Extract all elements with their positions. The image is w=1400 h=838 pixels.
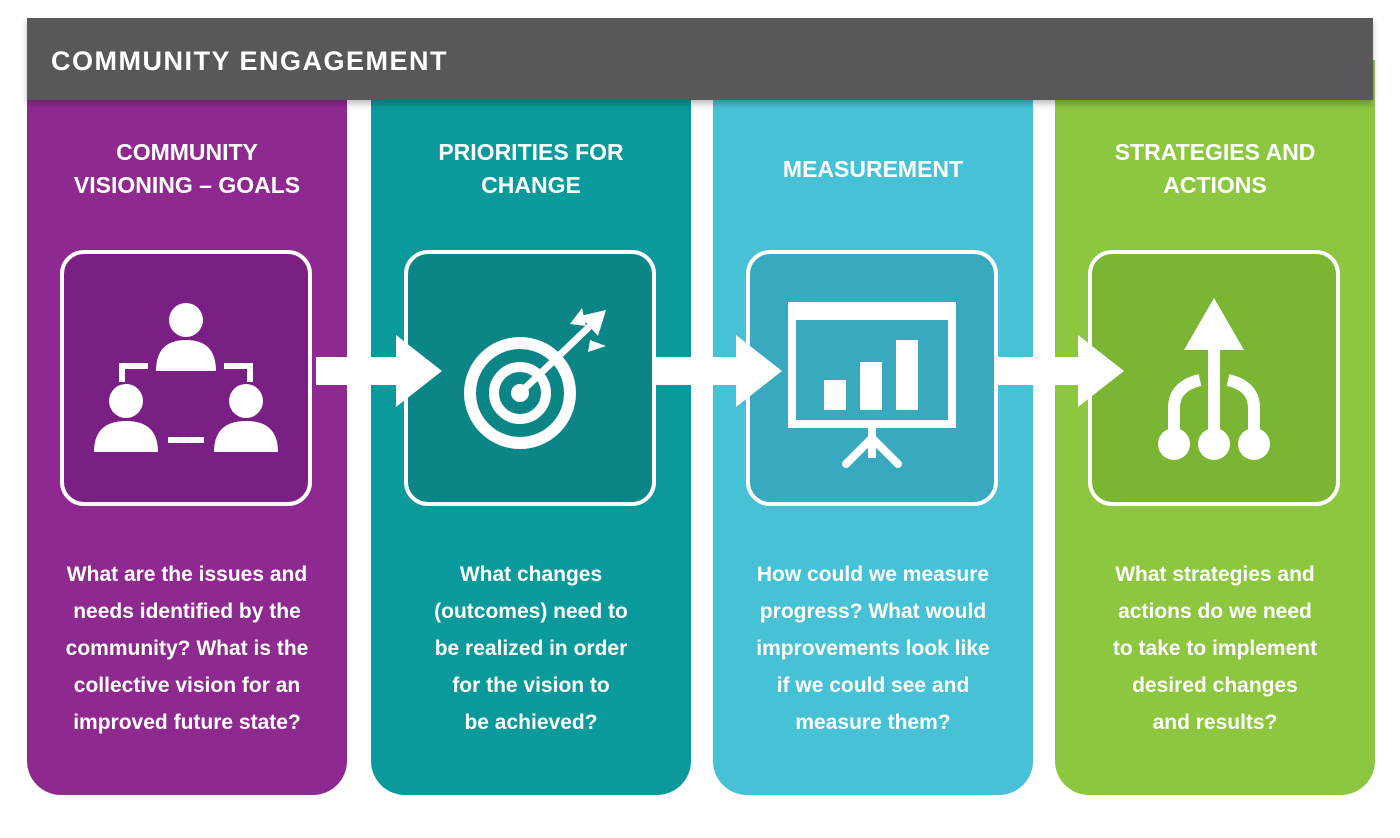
column-title: COMMUNITY VISIONING – GOALS: [73, 139, 301, 198]
column-description: How could we measure progress? What woul…: [756, 563, 990, 734]
people-network-icon: [60, 250, 312, 506]
column-description: What are the issues and needs identified…: [65, 563, 309, 734]
column-measurement: MEASUREMENT How could we measure progres…: [713, 60, 1033, 795]
branching-arrow-icon: [1088, 250, 1340, 506]
flow-arrow-1: [316, 335, 442, 407]
column-strategies-and-actions: STRATEGIES AND ACTIONS What strategies a…: [1055, 60, 1375, 795]
column-description: What changes (outcomes) need to be reali…: [434, 563, 628, 734]
column-title: STRATEGIES AND ACTIONS: [1114, 139, 1316, 198]
column-priorities-for-change: PRIORITIES FOR CHANGE What changes (outc…: [371, 60, 691, 795]
column-title: MEASUREMENT: [782, 155, 964, 182]
column-title: PRIORITIES FOR CHANGE: [438, 139, 624, 198]
page-title: COMMUNITY ENGAGEMENT: [51, 45, 449, 76]
flow-arrow-2: [656, 335, 782, 407]
flow-arrow-3: [998, 335, 1124, 407]
column-community-visioning: COMMUNITY VISIONING – GOALS What a: [27, 60, 347, 795]
presentation-chart-icon: [746, 250, 998, 506]
header-bar: COMMUNITY ENGAGEMENT: [27, 18, 1373, 100]
column-description: What strategies and actions do we need t…: [1112, 563, 1318, 734]
